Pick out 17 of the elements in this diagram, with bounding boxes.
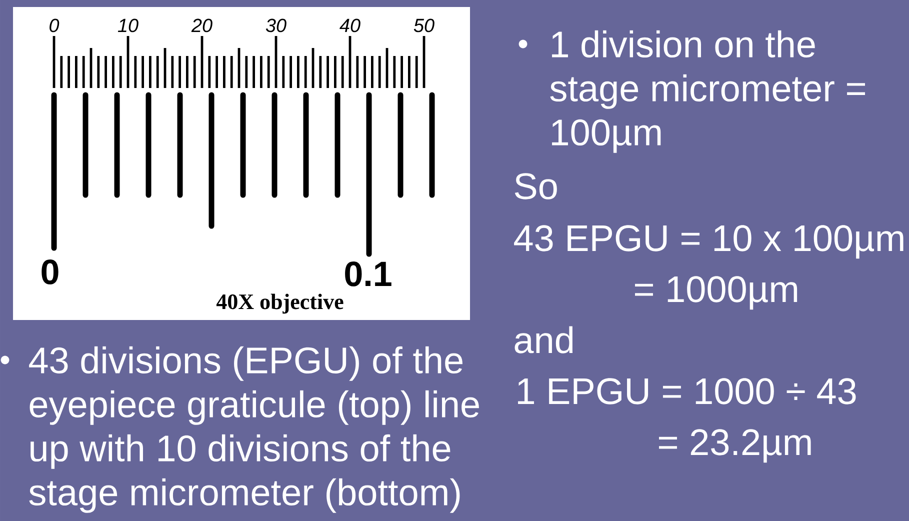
scale-number: 0.1 [345,262,392,286]
text-line: 43 EPGU = 10 x 100µm [514,225,904,259]
text-line: 1 EPGU = 1000 ÷ 43 [518,378,856,404]
bullet-text: 1 division on the stage micrometer = 100µm [550,30,866,153]
scale-number: 0 [50,18,60,32]
scale-number: 20 [191,18,212,32]
scale-number: 40 [340,18,360,32]
text-line: = 1000µm [635,276,798,310]
text-line: So [514,173,557,200]
scale-caption: 40X objective [216,294,344,314]
text-line: and [514,326,573,354]
scale-number: 50 [414,18,434,32]
scale-number: 10 [118,18,138,32]
bullet-text: 43 divisions (EPGU) of the eyepiece graticule (top) line up with 10 divisions of the stage micrometer (bottom) [29,346,479,513]
text-line: = 23.2µm [659,429,811,463]
scale-number: 30 [266,18,286,32]
scale-number: 0 [42,260,58,284]
